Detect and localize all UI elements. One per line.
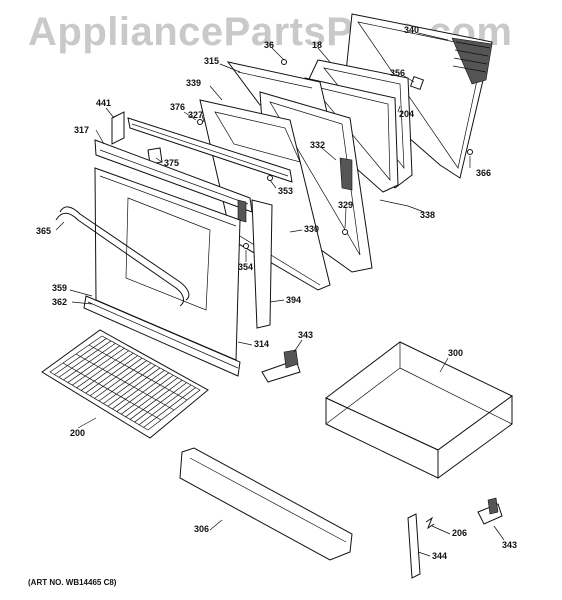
- label-339[interactable]: 339: [186, 78, 201, 88]
- art-number: (ART NO. WB14465 C8): [28, 578, 117, 587]
- label-314[interactable]: 314: [254, 339, 269, 349]
- label-375[interactable]: 375: [164, 158, 179, 168]
- part-343-hinge-left[interactable]: [261, 349, 301, 383]
- label-36[interactable]: 36: [264, 40, 274, 50]
- part-200-oven-rack[interactable]: [41, 329, 209, 439]
- label-365[interactable]: 365: [36, 226, 51, 236]
- label-376[interactable]: 376: [170, 102, 185, 112]
- label-394[interactable]: 394: [286, 295, 301, 305]
- part-441-bracket[interactable]: [111, 111, 125, 145]
- label-340[interactable]: 340: [404, 25, 419, 35]
- label-343-right[interactable]: 343: [502, 540, 517, 550]
- label-441[interactable]: 441: [96, 98, 111, 108]
- part-376-rail[interactable]: [127, 117, 293, 183]
- part-344-slide[interactable]: [407, 513, 421, 579]
- part-300-drawer[interactable]: [325, 341, 513, 479]
- label-204[interactable]: 204: [399, 109, 414, 119]
- part-306-drawer-front[interactable]: [179, 447, 353, 561]
- label-338[interactable]: 338: [420, 210, 435, 220]
- label-344[interactable]: 344: [432, 551, 447, 561]
- part-362-bottom-trim[interactable]: [83, 295, 241, 377]
- label-343-left[interactable]: 343: [298, 330, 313, 340]
- label-330[interactable]: 330: [304, 224, 319, 234]
- label-317[interactable]: 317: [74, 125, 89, 135]
- label-327[interactable]: 327: [188, 110, 203, 120]
- label-362[interactable]: 362: [52, 297, 67, 307]
- label-354[interactable]: 354: [238, 262, 253, 272]
- label-200[interactable]: 200: [70, 428, 85, 438]
- label-206[interactable]: 206: [452, 528, 467, 538]
- part-labels: 340 36 18 315 356 339 204 327 376 441 31…: [36, 25, 517, 561]
- leader-lines: [55, 32, 505, 557]
- part-206-spring[interactable]: [425, 516, 435, 530]
- part-394-side-trim[interactable]: [237, 199, 273, 329]
- label-359[interactable]: 359: [52, 283, 67, 293]
- label-315[interactable]: 315: [204, 56, 219, 66]
- label-332[interactable]: 332: [310, 140, 325, 150]
- label-306[interactable]: 306: [194, 524, 209, 534]
- label-353[interactable]: 353: [278, 186, 293, 196]
- label-356[interactable]: 356: [390, 68, 405, 78]
- label-366[interactable]: 366: [476, 168, 491, 178]
- label-18[interactable]: 18: [312, 40, 322, 50]
- part-343-hinge-right[interactable]: [477, 497, 503, 525]
- label-329[interactable]: 329: [338, 200, 353, 210]
- part-365-handle[interactable]: [55, 206, 190, 307]
- part-small-screws[interactable]: [197, 59, 473, 249]
- label-300[interactable]: 300: [448, 348, 463, 358]
